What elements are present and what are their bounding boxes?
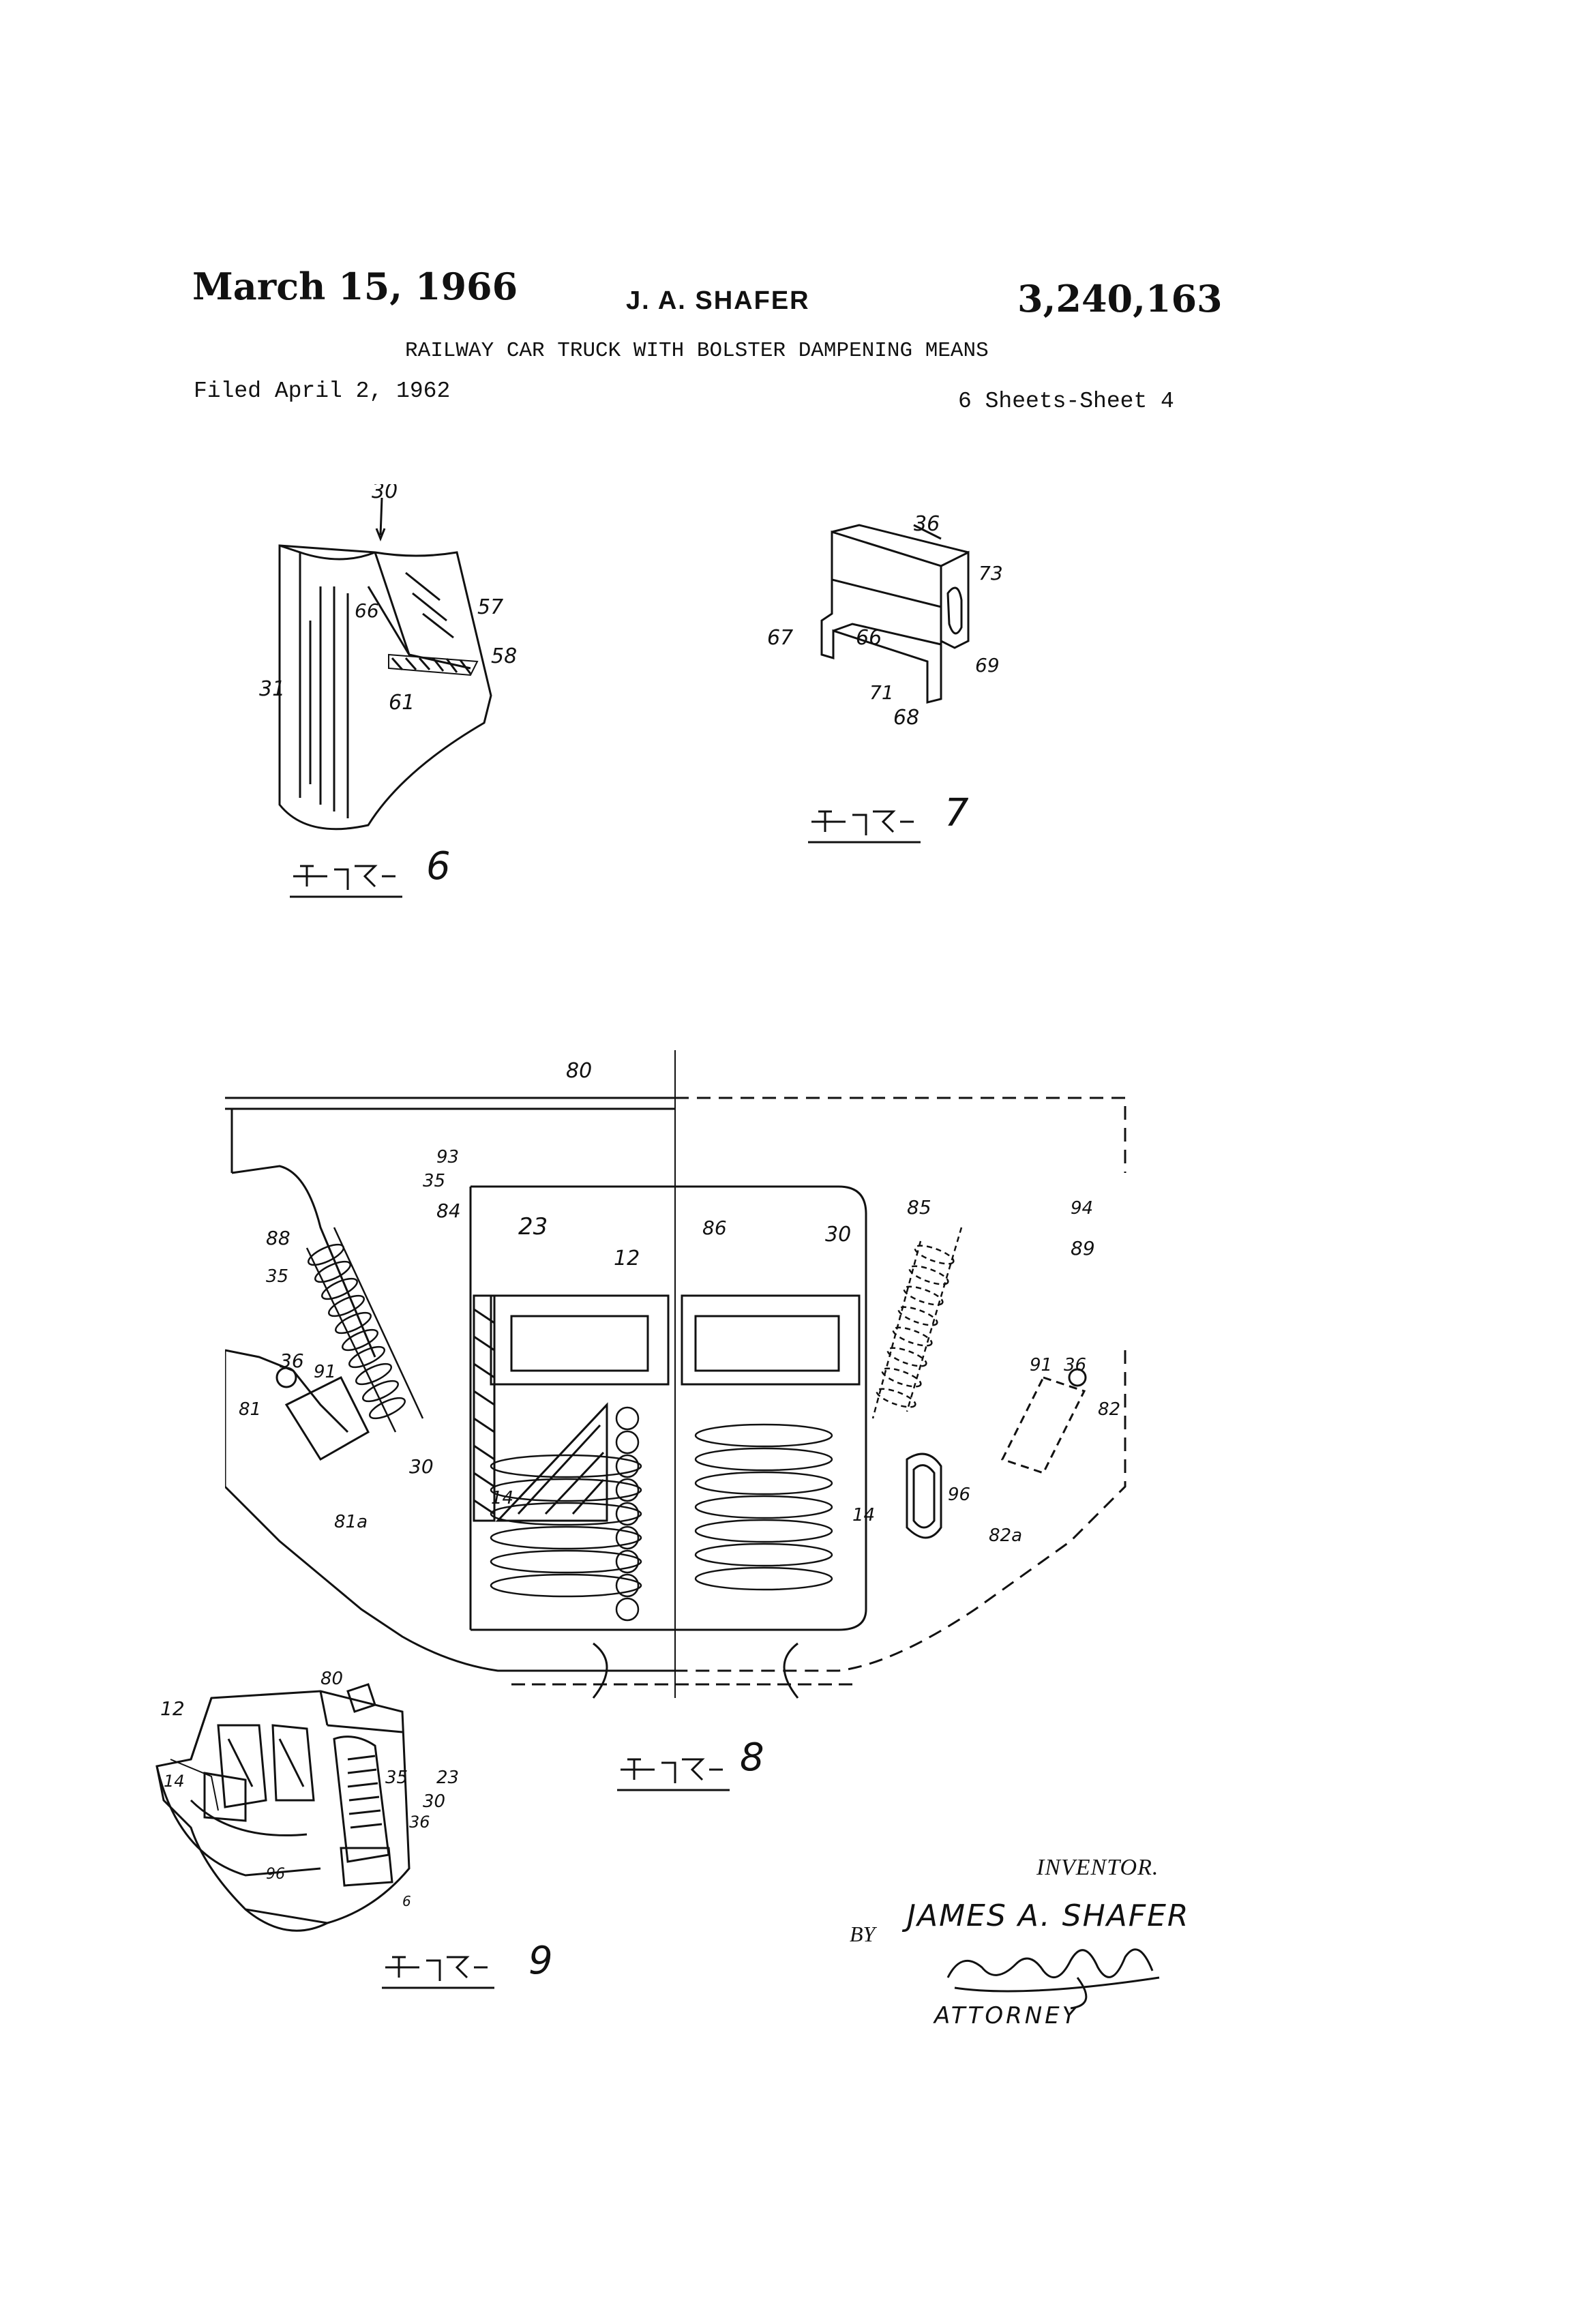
fig8-ref-35: 35: [423, 1171, 445, 1191]
fig8-ref-30a: 30: [825, 1223, 851, 1247]
fig-6-label: 6: [426, 844, 451, 889]
patent-date: March 15, 1966: [192, 265, 518, 308]
fig8-ref-94: 94: [1071, 1198, 1093, 1219]
fig9-ref-23: 23: [436, 1768, 459, 1788]
ref-69: 69: [975, 654, 1000, 676]
fig-9-label: 9: [528, 1939, 553, 1983]
figure-6-drawing: 30 66 57 58 31 61: [259, 484, 517, 831]
fig8-ref-36b: 36: [1064, 1355, 1086, 1375]
fig8-ref-96: 96: [948, 1485, 970, 1505]
fig9-ref-30: 30: [423, 1791, 445, 1812]
fig9-ref-14: 14: [164, 1772, 185, 1791]
patent-number: 3,240,163: [1017, 277, 1223, 321]
ref-30: 30: [372, 484, 398, 503]
inventor-name: JAMES A. SHAFER: [907, 1898, 1190, 1933]
fig8-ref-82a: 82a: [989, 1525, 1022, 1546]
fig8-ref-36a: 36: [280, 1350, 304, 1372]
fig8-ref-81a: 81a: [334, 1512, 368, 1532]
by-label: BY: [850, 1922, 876, 1946]
fig9-ref-80: 80: [320, 1669, 343, 1689]
fig9-ref-12: 12: [160, 1697, 185, 1720]
figure-9-drawing: 80 12 14 35 23 30 36 96 6: [155, 1669, 459, 1932]
fig-6-caption-mark: [290, 865, 402, 898]
patent-title: RAILWAY CAR TRUCK WITH BOLSTER DAMPENING…: [405, 339, 989, 363]
fig9-ref-6: 6: [402, 1893, 411, 1909]
fig8-ref-89: 89: [1071, 1237, 1095, 1260]
fig-7-caption-mark: [808, 810, 921, 844]
fig8-ref-91b: 91: [1030, 1355, 1052, 1375]
fig8-ref-14a: 14: [491, 1488, 513, 1508]
figure-7-drawing: 36 73 67 66 69 71 68: [767, 512, 1003, 730]
fig8-ref-86: 86: [702, 1217, 727, 1239]
fig-8-caption-mark: [617, 1758, 730, 1791]
ref-71: 71: [869, 681, 894, 704]
ref-36: 36: [914, 512, 940, 536]
fig8-ref-80: 80: [566, 1059, 592, 1083]
fig9-ref-96: 96: [266, 1866, 285, 1883]
fig8-ref-91a: 91: [314, 1362, 336, 1382]
ref-67: 67: [767, 626, 793, 650]
ref-57: 57: [477, 595, 503, 619]
fig8-ref-35b: 35: [266, 1266, 288, 1287]
attorney-label: ATTORNEY: [934, 2002, 1079, 2029]
fig8-ref-88: 88: [266, 1227, 290, 1249]
fig9-ref-36: 36: [409, 1813, 430, 1832]
ref-73: 73: [979, 562, 1003, 584]
ref-61: 61: [389, 691, 415, 715]
fig8-ref-93: 93: [436, 1147, 459, 1167]
fig8-ref-84: 84: [436, 1200, 461, 1222]
figure-8-drawing: 80 93 35 84 23 86 85 94 88 89 35 12 30 3…: [225, 1050, 1126, 1699]
attorney-signature: [946, 1948, 1160, 2010]
fig8-ref-81: 81: [239, 1399, 261, 1420]
ref-66: 66: [355, 599, 379, 622]
ref-31: 31: [259, 677, 285, 701]
ref-68: 68: [893, 706, 919, 730]
fig8-ref-82: 82: [1098, 1399, 1120, 1420]
ref-66: 66: [856, 626, 882, 650]
filed-date: Filed April 2, 1962: [194, 378, 451, 404]
inventor-label: INVENTOR.: [1036, 1855, 1159, 1880]
fig8-ref-12: 12: [614, 1247, 640, 1270]
fig-9-caption-mark: [382, 1956, 494, 1989]
fig8-ref-30b: 30: [409, 1455, 434, 1478]
fig8-ref-85: 85: [907, 1196, 931, 1219]
ref-58: 58: [491, 644, 517, 668]
fig9-ref-35: 35: [385, 1768, 408, 1788]
fig-8-label: 8: [740, 1735, 764, 1780]
fig-7-label: 7: [944, 791, 969, 835]
fig8-ref-23: 23: [518, 1213, 548, 1240]
inventor-header: J. A. SHAFER: [626, 286, 810, 315]
fig8-ref-14b: 14: [852, 1505, 875, 1525]
sheet-count: 6 Sheets-Sheet 4: [958, 389, 1174, 414]
